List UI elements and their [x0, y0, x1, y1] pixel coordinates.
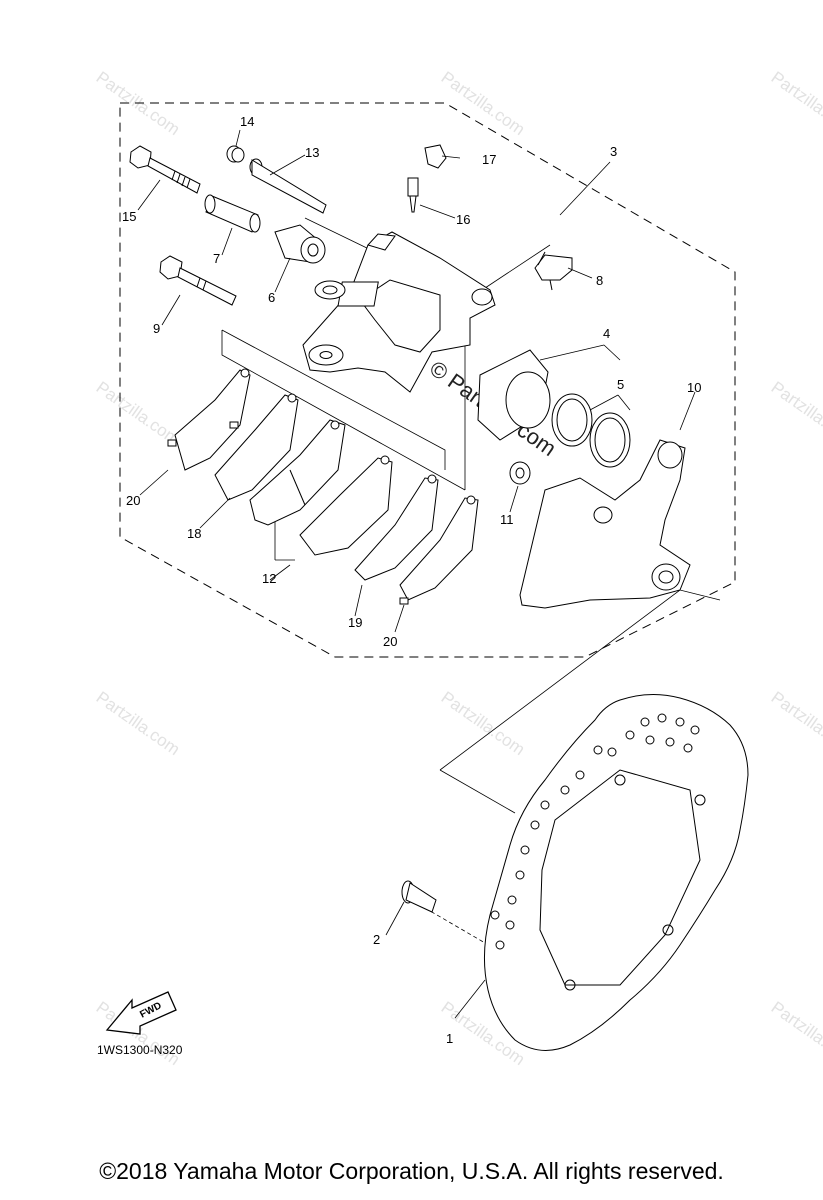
piston-4: [477, 349, 551, 441]
copyright-notice: ©2018 Yamaha Motor Corporation, U.S.A. A…: [99, 1158, 724, 1184]
seal-5: [551, 393, 631, 468]
part-label: 4: [603, 326, 610, 341]
part-label: 13: [305, 145, 319, 160]
watermark: Partzilla.com: [93, 378, 184, 449]
part-label: 16: [456, 212, 470, 227]
part-label: 3: [610, 144, 617, 159]
cap-14: [226, 145, 245, 163]
brake-disc: [483, 694, 749, 1051]
pad-12-a: [249, 419, 346, 526]
part-label: 14: [240, 114, 254, 129]
bleed-screw-16: [407, 177, 419, 213]
cap-17: [424, 144, 447, 169]
part-label: 6: [268, 290, 275, 305]
part-label: 8: [596, 273, 603, 288]
washer-11: [509, 461, 531, 485]
part-labels: 1 2 3 4 5 6 7 8 9 10 11 12 13 14 15 16 1…: [122, 114, 701, 1046]
diagram-code: 1WS1300-N320: [97, 1043, 183, 1057]
shim-19: [354, 474, 439, 581]
watermark: Partzilla.com: [768, 68, 823, 139]
shim-18: [214, 393, 299, 501]
part-label: 1: [446, 1031, 453, 1046]
part-label: 15: [122, 209, 136, 224]
fwd-arrow-icon: FWD: [105, 991, 177, 1035]
clip-8: [534, 251, 573, 291]
part-label: 20: [126, 493, 140, 508]
shim-20-right: [399, 495, 479, 605]
part-label: 7: [213, 251, 220, 266]
part-label: 17: [482, 152, 496, 167]
watermark: Partzilla.com: [93, 688, 184, 759]
pin-13: [249, 158, 327, 214]
bolt-9: [159, 255, 237, 306]
watermark: Partzilla.com: [438, 688, 529, 759]
part-label: 11: [500, 512, 514, 527]
caliper-body: [302, 231, 496, 393]
part-label: 20: [383, 634, 397, 649]
boot-6: [274, 224, 326, 264]
assembly-boundary: [119, 102, 736, 658]
watermark: Partzilla.com: [768, 378, 823, 449]
disc-bolt-2: [401, 880, 437, 913]
part-label: 10: [687, 380, 701, 395]
part-label: 9: [153, 321, 160, 336]
part-label: 5: [617, 377, 624, 392]
watermark: Partzilla.com: [768, 998, 823, 1069]
leader-lines: [137, 129, 696, 1019]
watermark: Partzilla.com: [438, 68, 529, 139]
sleeve-7: [204, 194, 261, 233]
bolt-15: [129, 145, 201, 194]
part-label: 18: [187, 526, 201, 541]
watermark: Partzilla.com: [768, 688, 823, 759]
part-label: 19: [348, 615, 362, 630]
pad-12-b: [299, 455, 393, 556]
shim-20-left: [167, 368, 251, 471]
part-label: 2: [373, 932, 380, 947]
caliper-bracket: [519, 439, 691, 609]
part-label: 12: [262, 571, 276, 586]
